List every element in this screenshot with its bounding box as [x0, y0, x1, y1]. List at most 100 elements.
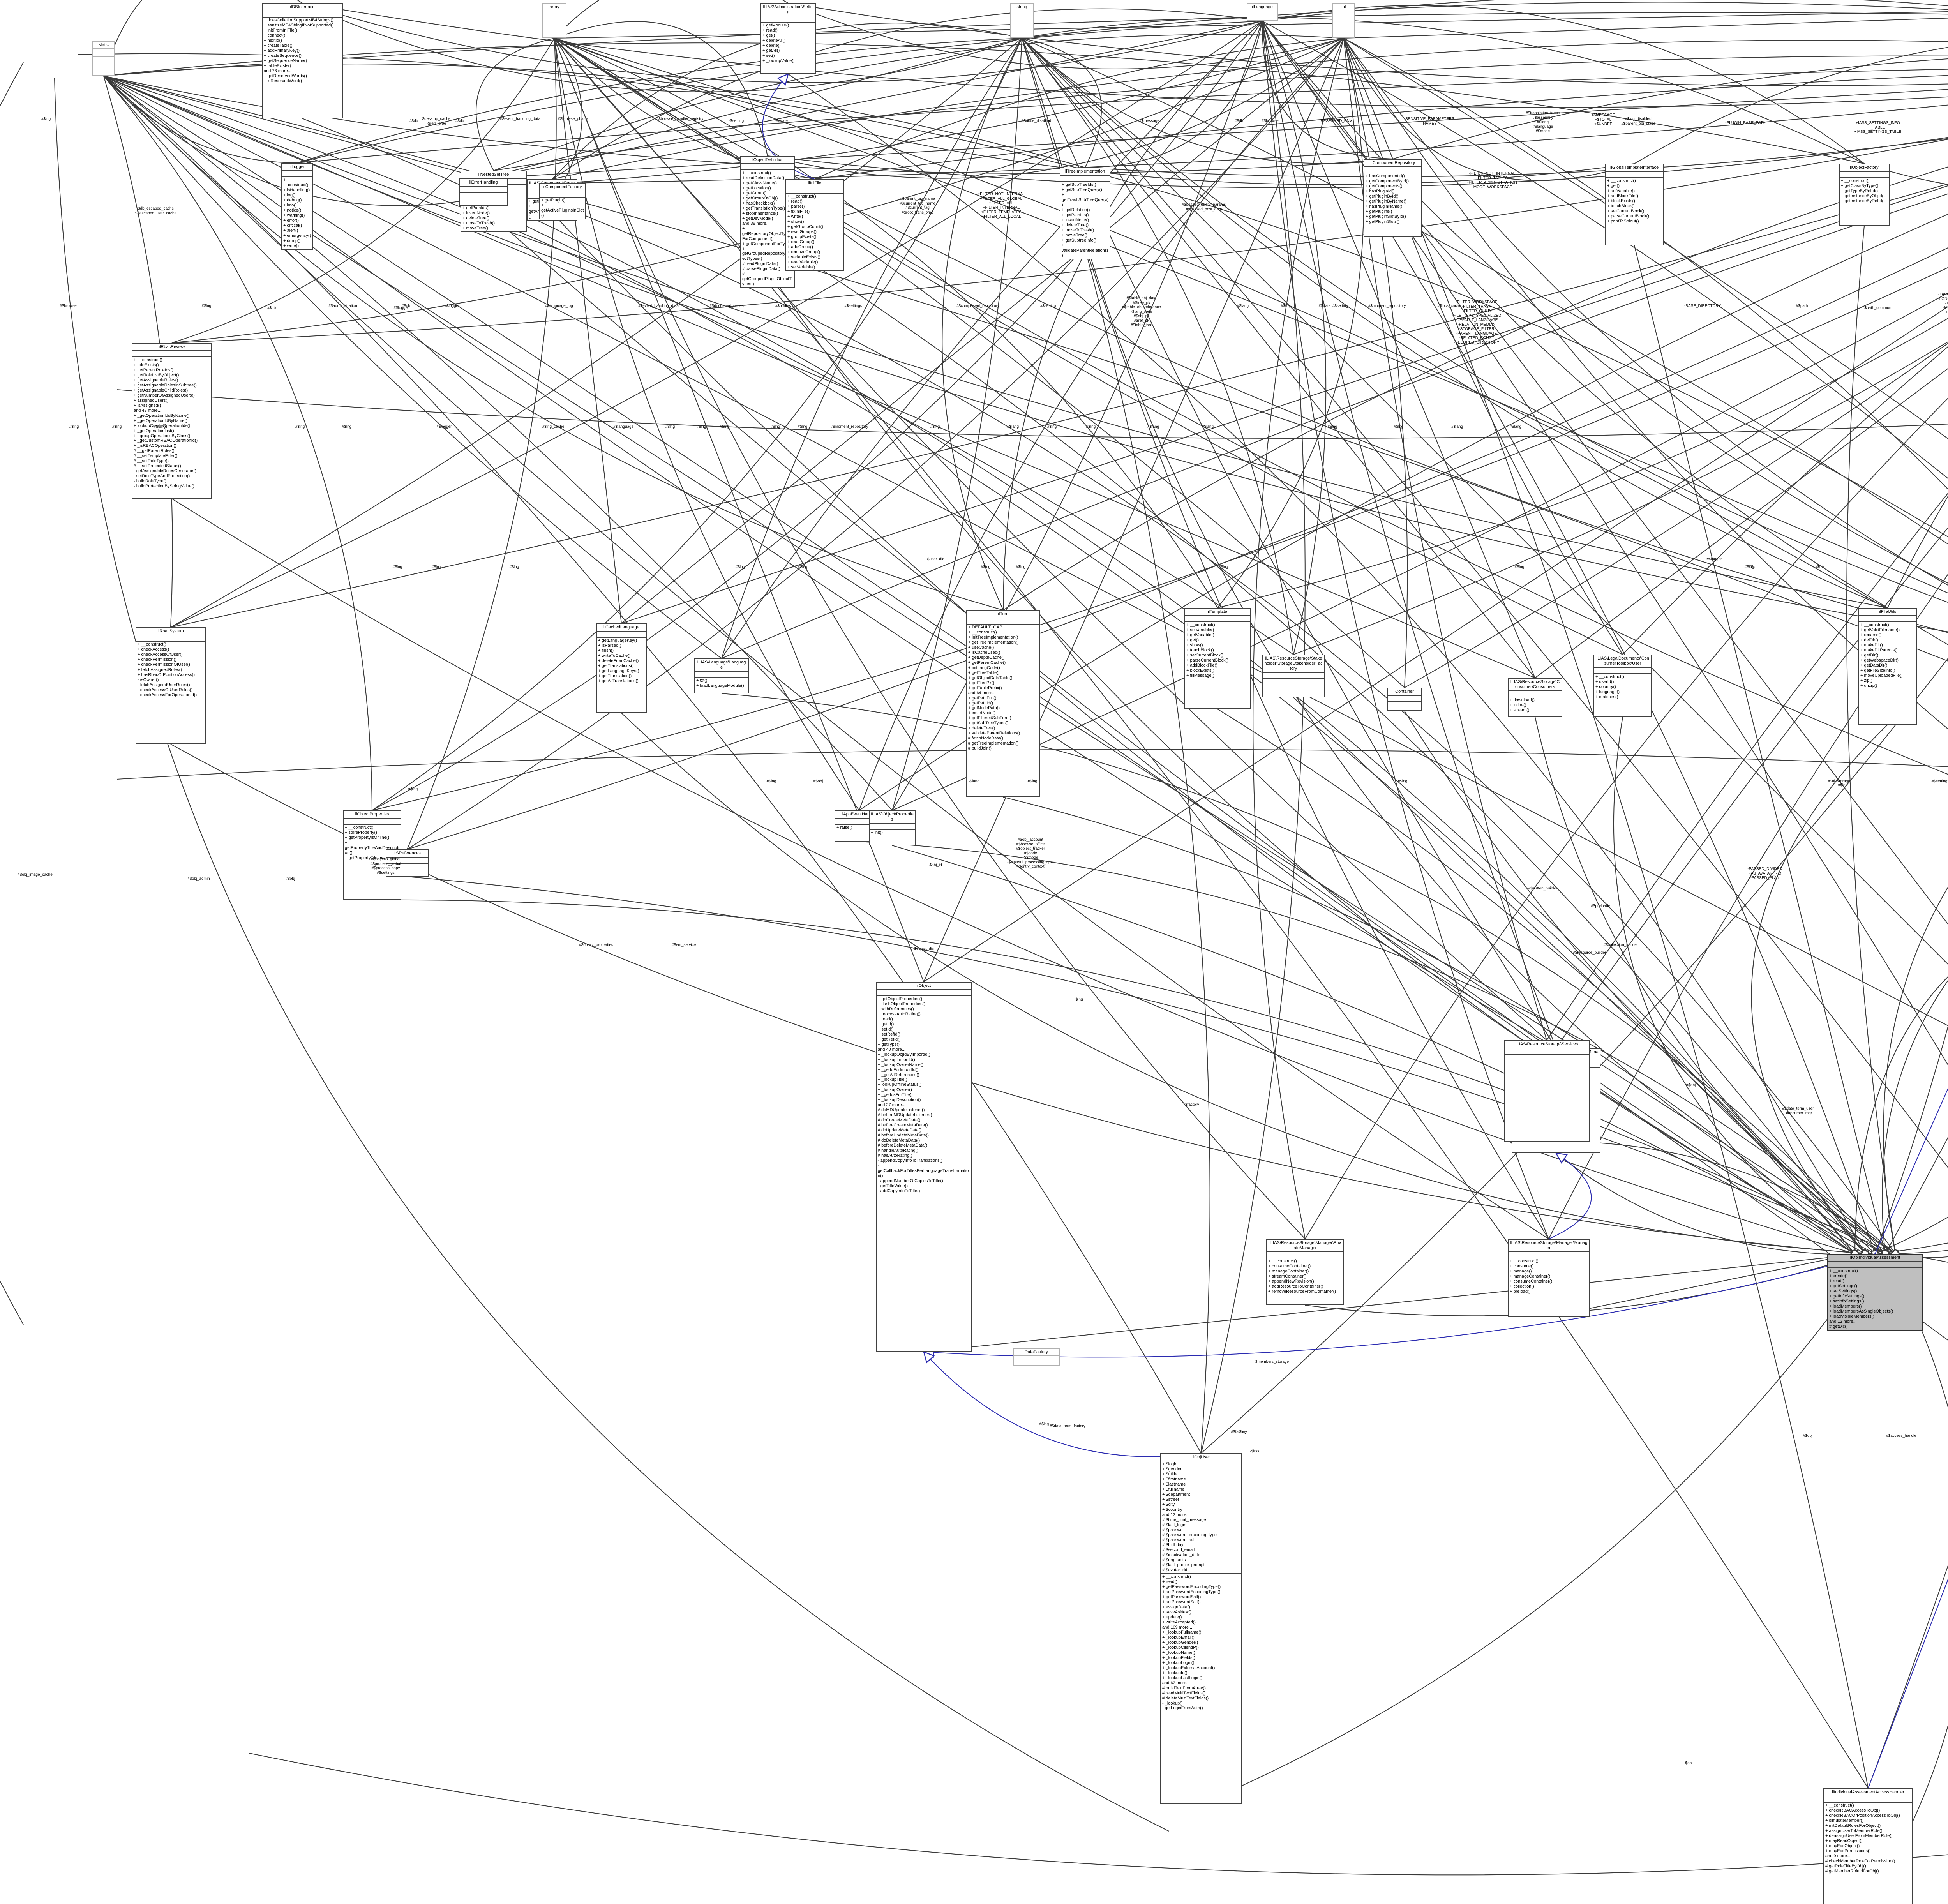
uml-operation-row: + insertNode(): [462, 210, 490, 215]
edge-label: #$db: [267, 306, 276, 310]
uml-operation-row: # getMemberRoleIdForObj(): [1825, 1869, 1879, 1874]
uml-class-attributes: [540, 191, 585, 198]
association-edge: [493, 55, 1948, 171]
aggregation-edge: [1860, 1249, 1948, 1258]
uml-class-ilDBInterface[interactable]: ilDBInterface+ doesCollationSupportMB4St…: [262, 3, 343, 118]
uml-operation-row: + __construct(): [1829, 1268, 1858, 1273]
association-edge: [554, 38, 582, 184]
uml-class-ilTreeImplementation[interactable]: ilTreeImplementation+ getSubTreeIds()+ g…: [1060, 168, 1110, 259]
association-edge: [1622, 346, 1948, 655]
uml-class-ilFileUtils[interactable]: ilFileUtils+ __construct()+ getValidFile…: [1858, 608, 1917, 725]
association-edge: [554, 38, 1948, 594]
uml-class-ilGlobalTemplateInterface[interactable]: ilGlobalTemplateInterface+ __construct()…: [1605, 164, 1664, 245]
uml-operation-row: + makeDir(): [1860, 642, 1883, 648]
uml-class-attributes: [1388, 696, 1421, 702]
uml-operation-row: + inline(): [1510, 702, 1526, 708]
uml-operation-row: + addResourceToContainer(): [1268, 1284, 1323, 1289]
aggregation-edge: [1201, 1250, 1879, 1804]
uml-operation-row: + zip(): [1860, 678, 1872, 683]
uml-operation-row: # readPluginData(): [742, 261, 778, 266]
uml-class-title: ilErrorHandling: [460, 179, 507, 187]
uml-class-ilObjectProperties2[interactable]: ILIAS\Object\Properties+ init(): [869, 810, 916, 845]
uml-class-ilObjUser[interactable]: ilObjUser+ $login+ $gender+ $utitle+ $fi…: [1160, 1453, 1242, 1804]
uml-class-ilObjectFactory[interactable]: ilObjectFactory+ __construct()+ getClass…: [1839, 164, 1890, 226]
aggregation-edge: [1404, 711, 1889, 1258]
edge-label: #$lng: [1744, 565, 1754, 569]
uml-class-int1[interactable]: int: [1332, 3, 1355, 38]
uml-operation-row: + getSequenceName(): [264, 58, 307, 63]
uml-operation-row: + stopInheritance(): [742, 211, 778, 216]
uml-operation-row: + insertNode(): [968, 711, 996, 716]
uml-class-attributes: [1509, 1252, 1589, 1258]
uml-class-DataFactory[interactable]: DataFactory: [1013, 1348, 1060, 1366]
uml-class-ILIASLegalDocumentsSelectionMap[interactable]: ILIAS\LegalDocuments\ConsumerToolbox\Use…: [1593, 655, 1652, 717]
uml-operation-row: + getAssignableRolesInSubtree(): [134, 383, 197, 388]
uml-class-string1[interactable]: string: [1010, 3, 1034, 38]
uml-class-ILIASResourceStorageServicesStorage[interactable]: ILIAS\ResourceStorage\Services: [1504, 1040, 1590, 1142]
uml-class-ilCachedLanguage[interactable]: ilCachedLanguage+ getLanguageKey()+ isPa…: [596, 623, 647, 713]
uml-class-ilComponentRepository[interactable]: ilComponentRepository+ hasComponentId()+…: [1364, 159, 1422, 237]
uml-class-title: ILIAS\Object\Properties: [870, 811, 915, 824]
uml-operation-row: + deleteTree(): [462, 215, 489, 221]
uml-class-ILIASAdministrationSetting[interactable]: ILIAS\Administration\Setting+ getModule(…: [760, 3, 816, 74]
uml-class-ilTree[interactable]: ilTree+ DEFAULT_GAP+ __construct()+ init…: [966, 610, 1040, 797]
aggregation-edge: [1556, 1153, 1880, 1258]
uml-operation-row: + deleteTree(): [1062, 222, 1089, 228]
uml-class-ilComponentFactory[interactable]: ilComponentFactory+ getPlugin()+ getActi…: [539, 183, 586, 219]
association-edge: [1022, 37, 1102, 168]
uml-class-attributes: [786, 187, 843, 194]
uml-operation-row: + setSettings(): [1829, 1288, 1857, 1293]
uml-class-ilObjIndividualAssessment[interactable]: ilObjIndividualAssessment+ __construct()…: [1827, 1254, 1923, 1331]
uml-operation-row: + getParentCache(): [968, 660, 1006, 665]
uml-class-title: ilObjectProperties: [344, 811, 401, 819]
edge-label: #$access_handle: [1886, 1434, 1916, 1438]
uml-operation-row: - _lookup(): [1162, 1701, 1183, 1706]
uml-class-ilLogger[interactable]: ilLogger+ __construct()+ isHandling()+ l…: [281, 163, 313, 250]
uml-operation-row: + blockExists(): [1607, 198, 1635, 203]
uml-operation-row: + getComponentById(): [1366, 178, 1409, 184]
association-edge: [1022, 17, 1865, 164]
uml-operation-row: + delDir(): [1860, 637, 1878, 642]
uml-operation-row: # doCreateMetaData(): [878, 1118, 921, 1123]
uml-class-LSReferences[interactable]: LSReferences: [386, 849, 429, 877]
uml-class-ilErrorHandling[interactable]: ilErrorHandling: [459, 178, 508, 206]
uml-class-attributes: [877, 990, 971, 996]
uml-operation-row: + addPrimaryKey(): [264, 48, 300, 53]
uml-operation-row: - appendCopyInfoToTranslations(): [878, 1158, 942, 1163]
uml-operation-row: + checkPermissionOfUser(): [138, 662, 190, 667]
edge-label: #$lng: [1397, 779, 1408, 783]
uml-attribute-row: + $login: [1162, 1461, 1177, 1466]
uml-operation-row: + getParentRoleIds(): [134, 367, 173, 372]
uml-class-ILIASResourceStorageManagerPrivate[interactable]: ILIAS\ResourceStorage\Manager\PrivateMan…: [1266, 1239, 1344, 1305]
uml-operation-row: + deassignUserFromMemberRole(): [1825, 1833, 1893, 1838]
uml-class-ilObject[interactable]: ilObject+ getObjectProperties()+ flushOb…: [876, 982, 972, 1352]
uml-operation-row: + simulateMember(): [1825, 1818, 1864, 1823]
uml-class-ilIniFile[interactable]: ilIniFile+ __construct()+ read()+ parse(…: [785, 179, 844, 271]
uml-class-ILIASResourceStorageManagerManager[interactable]: ILIAS\ResourceStorage\Manager\Manager+ _…: [1508, 1239, 1590, 1317]
uml-class-ilRbacSystem[interactable]: ilRbacSystem+ __construct()+ checkAccess…: [136, 627, 206, 744]
association-edge: [302, 3, 1022, 92]
uml-class-Container[interactable]: Container: [1387, 688, 1422, 711]
edge-label: $members_storage: [1255, 1360, 1289, 1364]
edge-label: +$MESSAGE +$TOTAL +$UNDEF: [1591, 113, 1615, 126]
uml-operation-row: # beforeUpdateMetaData(): [878, 1133, 929, 1138]
uml-operation-row: + getAll(): [762, 48, 780, 53]
uml-class-ilRbacReview[interactable]: ilRbacReview+ __construct()+ roleExists(…: [132, 343, 212, 499]
uml-class-ilTemplate[interactable]: ilTemplate+ __construct()+ setVariable()…: [1184, 608, 1251, 709]
uml-class-ILIASResourceStorageStakeholderFactory[interactable]: ILIAS\ResourceStorage\Stakeholder\Storag…: [1262, 655, 1325, 697]
edge-label: #$lng: [342, 425, 352, 429]
edge-label: #$lang: [154, 425, 166, 429]
uml-operation-row: + getPasswordEncodingType(): [1162, 1585, 1221, 1590]
uml-class-ilIndividualAssessmentAccessHandler[interactable]: ilIndividualAssessmentAccessHandler+ __c…: [1823, 1788, 1913, 1904]
uml-class-array1[interactable]: array: [542, 3, 566, 38]
association-edge: [1022, 38, 1294, 655]
uml-class-ILIASResourceStorageConsumerConsumers[interactable]: ILIAS\ResourceStorage\Consumer\Consumers…: [1508, 678, 1562, 717]
uml-operation-row: + getInstanceByObjId(): [1841, 193, 1885, 198]
uml-class-title: Container: [1388, 688, 1421, 696]
uml-class-ilLanguageLanguage[interactable]: ILIAS\Language\Language+ txt()+ loadLang…: [694, 658, 749, 693]
edge-label: #$lng: [1838, 783, 1848, 787]
uml-class-static[interactable]: static: [92, 41, 115, 76]
uml-class-ilLanguage[interactable]: ilLanguage: [1247, 3, 1278, 21]
uml-operation-row: + __construct(): [1268, 1258, 1297, 1263]
uml-operation-row: + setPasswordEncodingType(): [1162, 1590, 1221, 1595]
